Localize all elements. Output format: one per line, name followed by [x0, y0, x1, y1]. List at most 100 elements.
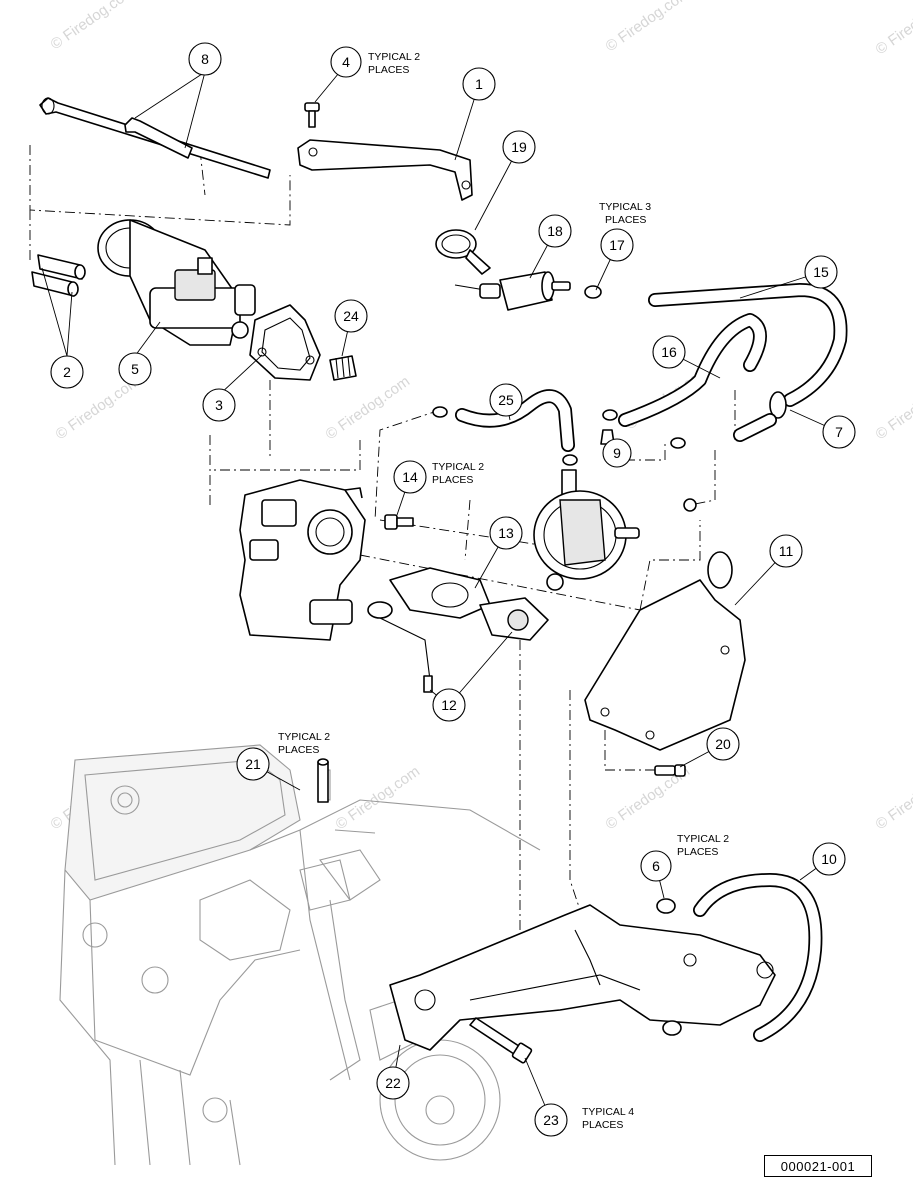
hose-part-15 — [648, 283, 848, 407]
plate-part-13 — [389, 567, 491, 619]
svg-text:9: 9 — [613, 445, 621, 461]
callout-16: 16 — [652, 335, 686, 369]
svg-text:12: 12 — [441, 697, 457, 713]
svg-text:TYPICAL 2: TYPICAL 2 — [677, 833, 729, 845]
gasket-part-3 — [249, 304, 321, 381]
note-typical-23: TYPICAL 4 PLACES — [582, 1106, 634, 1131]
alignment-lines — [29, 145, 736, 950]
bolts-part-8 — [39, 97, 271, 179]
svg-text:8: 8 — [201, 51, 209, 67]
intake-elbow-part-5 — [97, 219, 256, 346]
svg-text:PLACES: PLACES — [278, 744, 319, 756]
clamp-part-6 — [656, 898, 682, 1036]
hose-part-16 — [618, 313, 767, 427]
watermark: © Firedog.com — [873, 763, 913, 833]
svg-text:TYPICAL 3: TYPICAL 3 — [599, 201, 651, 213]
screw-part-14 — [384, 514, 414, 530]
hose-part-10 — [693, 873, 823, 1042]
svg-text:PLACES: PLACES — [605, 214, 646, 226]
grommet-part-7 — [733, 391, 787, 442]
svg-text:10: 10 — [821, 851, 837, 867]
clamp-part-19 — [435, 229, 491, 275]
note-typical-17: TYPICAL 3 PLACES — [599, 201, 651, 226]
callout-4: 4 — [330, 46, 362, 78]
svg-text:1: 1 — [475, 76, 483, 92]
callout-5: 5 — [118, 352, 152, 386]
intake-manifold-part-22 — [389, 904, 776, 1051]
svg-text:PLACES: PLACES — [582, 1119, 623, 1131]
engine-block — [59, 744, 541, 1166]
clamp-part-17 — [432, 285, 697, 512]
svg-text:20: 20 — [715, 736, 731, 752]
note-typical-4: TYPICAL 2 PLACES — [368, 51, 420, 76]
gasket-part-12 — [479, 597, 549, 641]
svg-text:3: 3 — [215, 397, 223, 413]
svg-text:PLACES: PLACES — [432, 474, 473, 486]
callout-10: 10 — [812, 842, 846, 876]
callout-25: 25 — [489, 383, 523, 417]
svg-text:13: 13 — [498, 525, 514, 541]
reference-number-box: 000021-001 — [764, 1155, 872, 1177]
hose-part-25 — [455, 389, 575, 452]
svg-text:2: 2 — [63, 364, 71, 380]
callout-20: 20 — [706, 727, 740, 761]
svg-text:11: 11 — [779, 543, 794, 559]
callout-21: 21 — [236, 747, 270, 781]
svg-text:5: 5 — [131, 361, 139, 377]
callout-17: 17 — [600, 228, 634, 262]
svg-text:16: 16 — [661, 344, 677, 360]
bracket-part-1 — [297, 139, 473, 201]
svg-text:7: 7 — [835, 424, 843, 440]
callout-11: 11 — [769, 534, 803, 568]
carburetor — [239, 479, 433, 693]
callout-13: 13 — [489, 516, 523, 550]
callout-2: 2 — [50, 355, 84, 389]
callout-18: 18 — [538, 214, 572, 248]
spring-part-24 — [329, 355, 357, 381]
svg-text:22: 22 — [385, 1075, 401, 1091]
note-typical-14: TYPICAL 2 PLACES — [432, 461, 484, 486]
svg-text:PLACES: PLACES — [677, 846, 718, 858]
callout-8: 8 — [188, 42, 222, 76]
callout-15: 15 — [804, 255, 838, 289]
callout-23: 23 — [534, 1103, 568, 1137]
svg-text:PLACES: PLACES — [368, 64, 409, 76]
fuel-pump — [533, 469, 640, 591]
watermark: © Firedog.com — [323, 373, 414, 443]
svg-text:TYPICAL 2: TYPICAL 2 — [278, 731, 330, 743]
svg-text:21: 21 — [245, 756, 261, 772]
stud-part-21 — [317, 758, 329, 803]
svg-text:6: 6 — [652, 858, 660, 874]
svg-text:18: 18 — [547, 223, 563, 239]
svg-text:23: 23 — [543, 1112, 559, 1128]
screw-part-20 — [654, 764, 686, 777]
note-typical-6: TYPICAL 2 PLACES — [677, 833, 729, 858]
watermark: © Firedog.com — [873, 0, 913, 58]
svg-text:14: 14 — [402, 469, 418, 485]
callout-9: 9 — [602, 438, 632, 468]
callout-12: 12 — [432, 688, 466, 722]
reference-number: 000021-001 — [780, 1158, 856, 1174]
watermark: © Firedog.com — [48, 0, 139, 53]
callout-1: 1 — [462, 67, 496, 101]
mount-bracket-part-11 — [584, 551, 746, 751]
svg-text:25: 25 — [498, 392, 514, 408]
svg-text:15: 15 — [813, 264, 829, 280]
fuel-filter-part-18 — [454, 271, 571, 311]
screw-part-4 — [304, 102, 320, 128]
callout-7: 7 — [822, 415, 856, 449]
bolt-part-23 — [469, 1017, 533, 1064]
svg-text:17: 17 — [609, 237, 625, 253]
callout-6: 6 — [640, 850, 672, 882]
spacers-part-2 — [31, 254, 86, 297]
watermark: © Firedog.com — [603, 0, 694, 55]
svg-text:TYPICAL 2: TYPICAL 2 — [432, 461, 484, 473]
svg-text:TYPICAL 2: TYPICAL 2 — [368, 51, 420, 63]
note-typical-21: TYPICAL 2 PLACES — [278, 731, 330, 756]
watermark: © Firedog.com — [873, 373, 913, 443]
svg-text:TYPICAL 4: TYPICAL 4 — [582, 1106, 634, 1118]
callout-3: 3 — [202, 388, 236, 422]
svg-text:24: 24 — [343, 308, 359, 324]
svg-text:19: 19 — [511, 139, 527, 155]
